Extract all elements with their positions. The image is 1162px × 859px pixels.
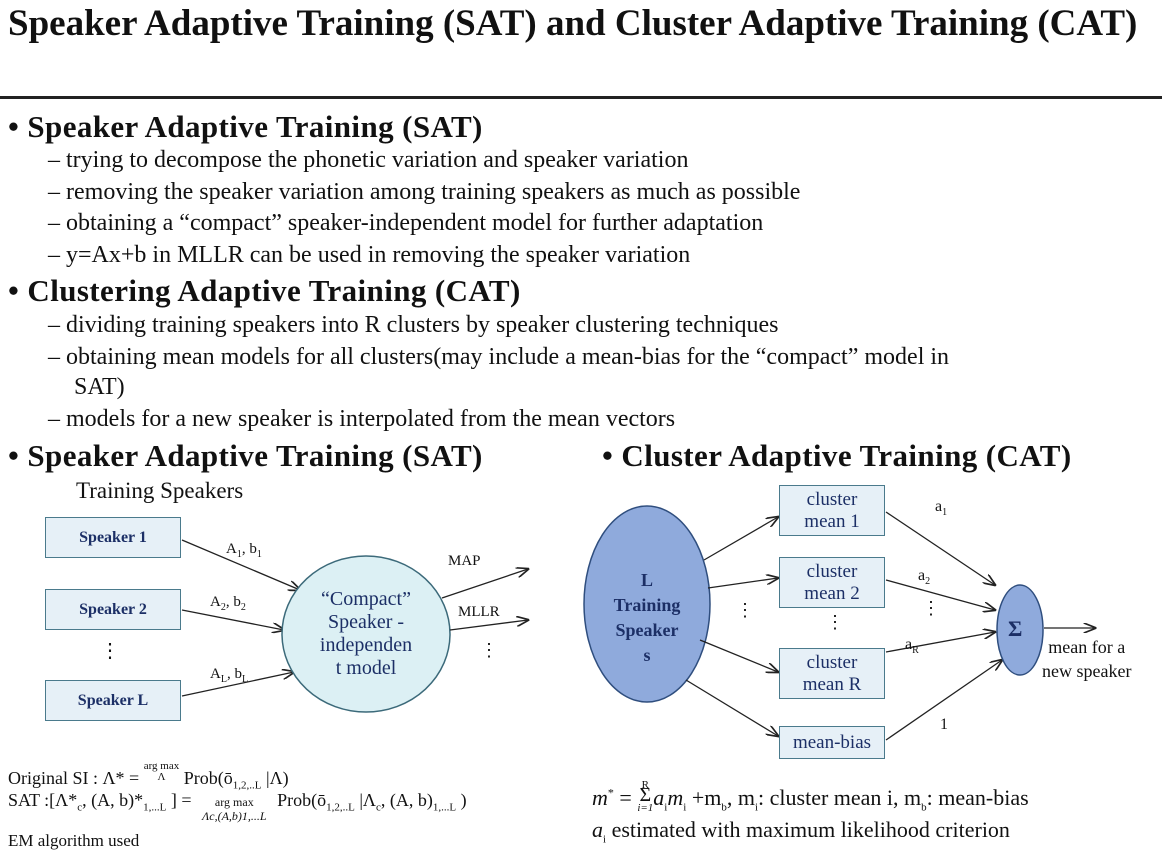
cat-diagram-heading: • Cluster Adaptive Training (CAT): [602, 438, 1072, 473]
formula-cat-estimate: ai estimated with maximum likelihood cri…: [592, 817, 1010, 846]
weight-a2: a2: [918, 567, 931, 588]
compact-model-line-1: “Compact”: [321, 588, 411, 610]
sat-item-2: –removing the speaker variation among tr…: [48, 179, 801, 205]
arrow-to-cluster1: [703, 517, 778, 561]
compact-model-line-3: independen: [319, 634, 413, 656]
outputs-vdots: ⋮: [480, 640, 498, 660]
arrow-map: [441, 569, 528, 599]
training-speakers-line-4: s: [643, 645, 651, 665]
cat-item-2-text: obtaining mean models for all clusters(m…: [66, 344, 950, 370]
section-sat-heading: • Speaker Adaptive Training (SAT): [8, 109, 483, 144]
slide-title: Speaker Adaptive Training (SAT) and Clus…: [8, 3, 1138, 44]
compact-model-node: [281, 555, 451, 713]
edge-label-a1-b1: A1, b1: [226, 541, 262, 560]
cat-item-1: –dividing training speakers into R clust…: [48, 312, 779, 338]
training-speakers-node: [583, 505, 711, 703]
compact-model-line-2: Speaker -: [327, 611, 405, 633]
arrow-speakerL-compact: [181, 672, 294, 697]
sat-item-2-text: removing the speaker variation among tra…: [66, 179, 801, 205]
training-speakers-line-1: L: [640, 570, 653, 590]
output-map-label: MAP: [448, 553, 481, 569]
arrow-to-clusterR: [699, 639, 778, 672]
output-mllr-label: MLLR: [458, 604, 500, 620]
sat-item-1: –trying to decompose the phonetic variat…: [48, 147, 689, 173]
training-speakers-label: L Training Speaker s: [596, 568, 698, 668]
arrow-speaker2-compact: [181, 609, 284, 630]
sat-item-3: –obtaining a “compact” speaker-independe…: [48, 210, 764, 236]
arrow-clusterR-sum: [885, 632, 995, 653]
sat-item-4: –y=Ax+b in MLLR can be used in removing …: [48, 242, 691, 268]
sat-item-1-text: trying to decompose the phonetic variati…: [66, 147, 689, 173]
training-speakers-line-3: Speaker: [615, 620, 679, 640]
training-speakers-caption: Training Speakers: [76, 478, 244, 503]
section-cat-heading-text: Clustering Adaptive Training (CAT): [27, 273, 521, 308]
sat-diagram-heading: • Speaker Adaptive Training (SAT): [8, 438, 483, 473]
arrow-to-cluster2: [707, 578, 778, 589]
em-algorithm-note: EM algorithm used: [8, 831, 140, 850]
cat-source-vdots: ⋮: [736, 600, 754, 620]
sat-item-3-text: obtaining a “compact” speaker-independen…: [66, 210, 764, 236]
title-divider: [0, 96, 1162, 99]
cat-item-3: –models for a new speaker is interpolate…: [48, 406, 676, 432]
sat-item-4-text: y=Ax+b in MLLR can be used in removing t…: [66, 242, 691, 268]
sum-symbol: Σ: [1008, 616, 1023, 641]
speaker-1-box: Speaker 1: [45, 517, 181, 558]
training-speakers-line-2: Training: [613, 595, 681, 615]
speakers-vdots: ⋮: [100, 640, 120, 662]
cat-diagram-heading-text: Cluster Adaptive Training (CAT): [621, 438, 1072, 473]
edge-label-aL-bL: AL, bL: [210, 666, 249, 685]
sum-node: [996, 584, 1044, 676]
weight-bias-1: 1: [940, 716, 948, 733]
edge-label-a2-b2: A2, b2: [210, 594, 246, 613]
compact-model-line-4: t model: [335, 657, 397, 679]
cat-item-2: –obtaining mean models for all clusters(…: [48, 344, 950, 370]
clusters-vdots: ⋮: [826, 612, 844, 632]
output-label: mean for a new speaker: [1042, 635, 1131, 683]
weights-vdots: ⋮: [922, 598, 940, 618]
cat-item-2-cont: SAT): [74, 374, 125, 400]
compact-model-label: “Compact” Speaker - independen t model: [292, 588, 440, 680]
output-line-2: new speaker: [1042, 661, 1132, 681]
cat-item-3-text: models for a new speaker is interpolated…: [66, 406, 676, 432]
speaker-2-box: Speaker 2: [45, 589, 181, 630]
arrow-cluster1-sum: [885, 511, 995, 585]
weight-aR: aR: [905, 636, 919, 657]
arrow-to-meanbias: [685, 679, 778, 736]
section-cat-heading: • Clustering Adaptive Training (CAT): [8, 273, 521, 308]
sat-diagram-heading-text: Speaker Adaptive Training (SAT): [27, 438, 483, 473]
arrow-speaker1-compact: [181, 539, 300, 590]
section-sat-heading-text: Speaker Adaptive Training (SAT): [27, 109, 483, 144]
arrow-cluster2-sum: [885, 579, 995, 610]
cat-item-1-text: dividing training speakers into R cluste…: [66, 312, 779, 338]
output-line-1: mean for a: [1048, 637, 1126, 657]
weight-a1: a1: [935, 498, 948, 519]
arrow-meanbias-sum: [885, 660, 1002, 741]
mean-bias-box: mean-bias: [779, 726, 885, 759]
arrow-mllr: [449, 620, 528, 631]
speaker-L-box: Speaker L: [45, 680, 181, 721]
